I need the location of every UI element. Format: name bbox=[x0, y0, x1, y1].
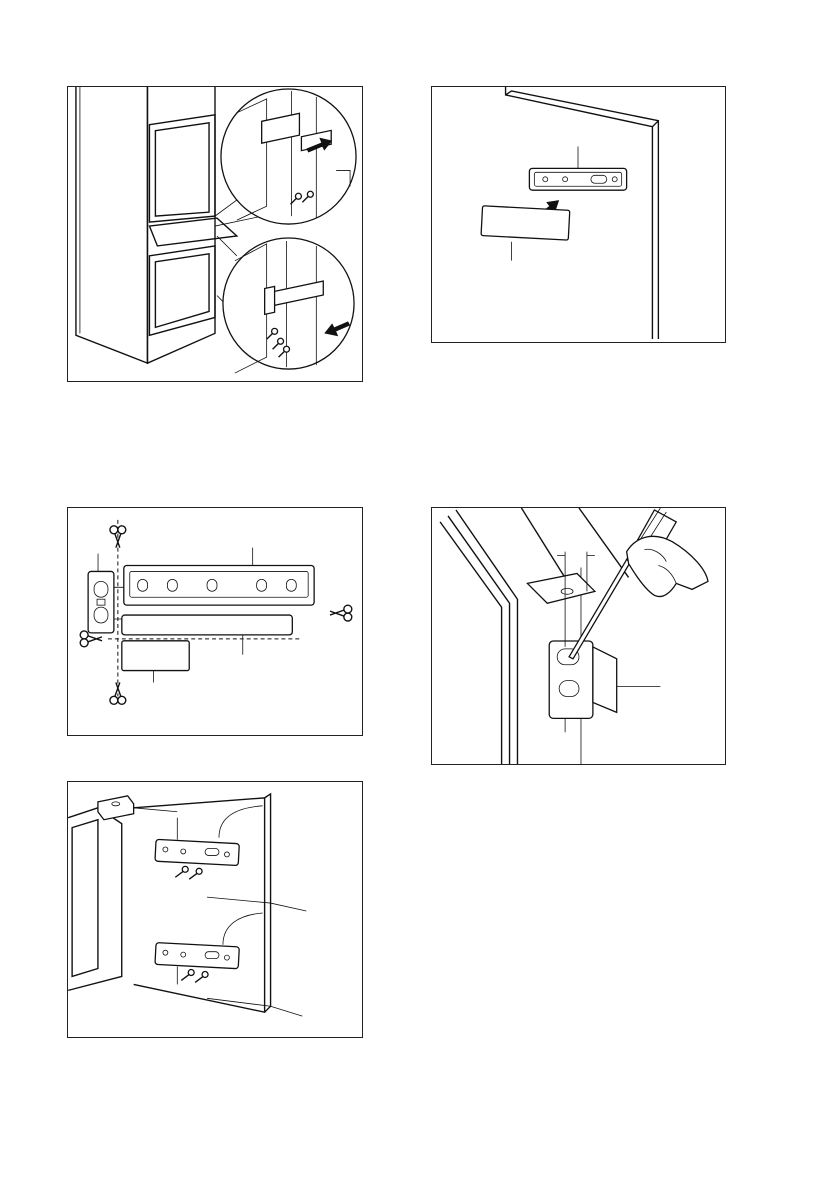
cover-strip-short bbox=[122, 641, 189, 671]
figure-door-brackets bbox=[67, 781, 363, 1038]
hinge-cover-part bbox=[88, 571, 114, 632]
cover-strip bbox=[481, 206, 570, 240]
cut-parts-drawing bbox=[68, 508, 362, 735]
upper-bracket bbox=[155, 839, 239, 865]
zoom-circle-top bbox=[221, 89, 356, 224]
scissors-icon bbox=[330, 605, 352, 621]
screwdriver-drawing bbox=[432, 508, 725, 764]
hand-icon bbox=[627, 536, 708, 596]
cover-strip-long bbox=[122, 615, 292, 635]
figure-cut-parts bbox=[67, 507, 363, 736]
figure-fridge-hinge-cover bbox=[67, 86, 363, 382]
lower-bracket bbox=[155, 943, 239, 969]
figure-screwdriver-adjust bbox=[431, 507, 726, 765]
figure-door-bracket bbox=[431, 86, 726, 343]
door-bracket-drawing bbox=[432, 87, 725, 342]
fridge-cabinet-drawing bbox=[68, 87, 362, 381]
door-brackets-drawing bbox=[68, 782, 362, 1037]
